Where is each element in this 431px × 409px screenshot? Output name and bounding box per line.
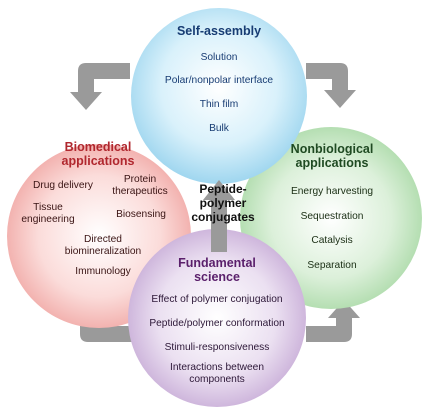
left-item-protein-line2: therapeutics [112, 186, 168, 197]
arrow-top-right-icon [306, 63, 356, 108]
top-item-interface: Polar/nonpolar interface [164, 75, 274, 86]
left-item-tissue-line2: engineering [21, 214, 75, 225]
center-up-arrow-icon [203, 180, 235, 252]
right-title-line1: Nonbiological [290, 142, 374, 156]
bottom-item-stimuli: Stimuli-responsiveness [164, 342, 270, 353]
left-item-tissue-line1: Tissue [33, 202, 63, 213]
left-item-biomineralization-line2: biomineralization [64, 246, 142, 257]
bottom-title-line1: Fundamental [178, 256, 256, 270]
left-item-protein-line1: Protein [123, 174, 157, 185]
bottom-circle [128, 229, 306, 407]
right-item-catalysis: Catalysis [311, 235, 353, 246]
bottom-item-interactions-line1: Interactions between [169, 362, 265, 373]
center-label-line2: polymer [199, 196, 247, 210]
bottom-title-line2: science [194, 270, 240, 284]
left-item-biosensing: Biosensing [116, 209, 166, 220]
bottom-item-conformation: Peptide/polymer conformation [149, 318, 285, 329]
center-label-line3: conjugates [191, 210, 255, 224]
left-item-biomineralization-line1: Directed [84, 234, 122, 245]
bottom-item-interactions-line2: components [189, 374, 245, 385]
top-item-thin-film: Thin film [199, 99, 239, 110]
top-item-bulk: Bulk [209, 123, 229, 134]
left-title-line1: Biomedical [64, 140, 132, 154]
right-item-sequestration: Sequestration [300, 211, 364, 222]
top-item-solution: Solution [200, 52, 238, 63]
right-item-energy: Energy harvesting [290, 186, 374, 197]
arrow-top-left-icon [70, 63, 130, 110]
left-item-immunology: Immunology [75, 266, 131, 277]
right-title-line2: applications [295, 156, 369, 170]
top-title: Self-assembly [176, 24, 262, 38]
right-item-separation: Separation [307, 260, 357, 271]
arrow-bottom-right-icon [306, 300, 360, 342]
left-item-drug-delivery: Drug delivery [32, 180, 94, 191]
center-label-line1: Peptide- [199, 182, 247, 196]
top-circle [131, 8, 307, 184]
left-title-line2: applications [61, 154, 135, 168]
bottom-item-effect: Effect of polymer conjugation [151, 294, 283, 305]
